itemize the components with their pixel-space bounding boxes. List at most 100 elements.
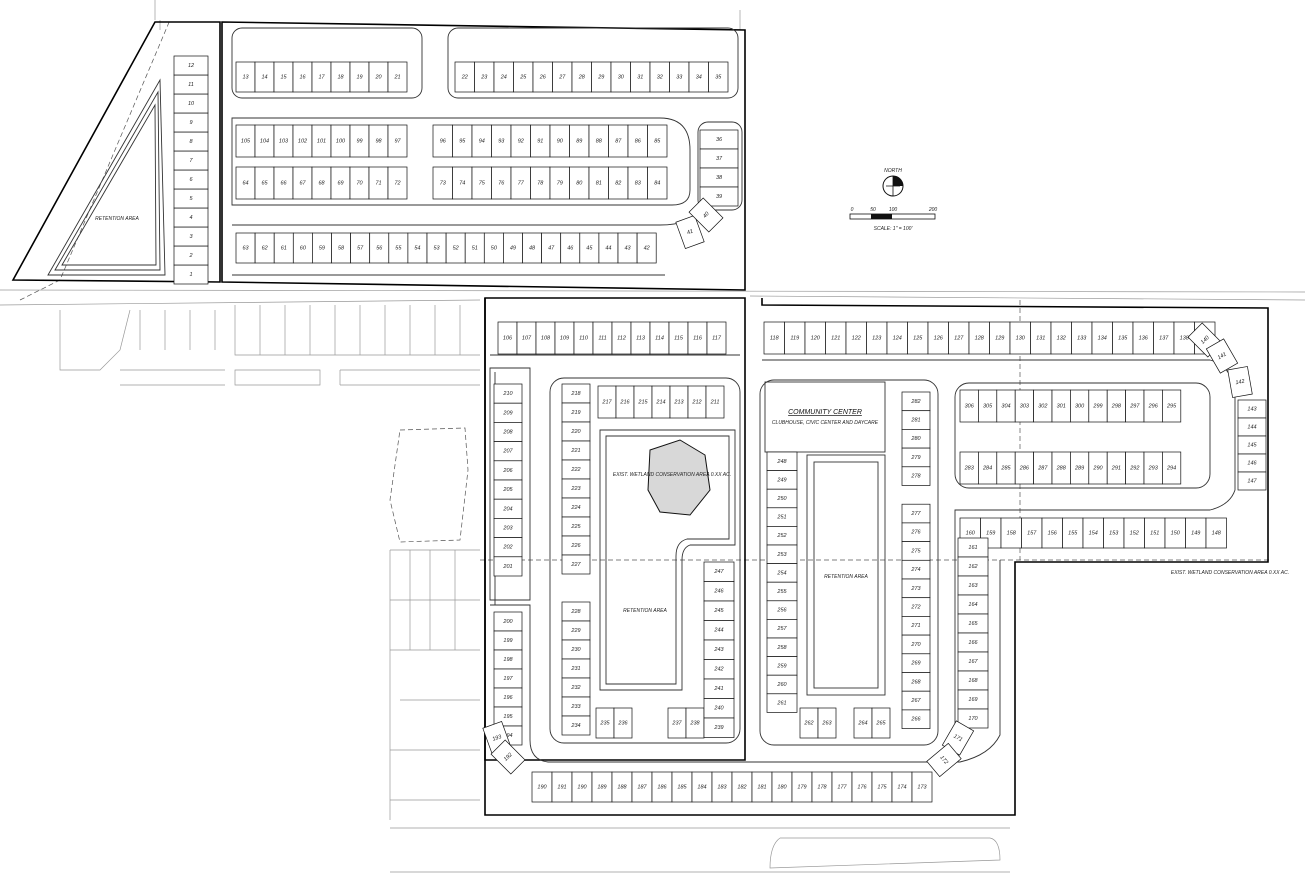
lot-number: 56 xyxy=(376,245,383,251)
lot-number: 145 xyxy=(1247,442,1257,448)
lot-number: 83 xyxy=(635,180,642,186)
lot-number: 181 xyxy=(757,784,766,790)
lot-number: 88 xyxy=(596,138,603,144)
lot-number: 217 xyxy=(601,399,612,405)
lot-number: 103 xyxy=(279,138,289,144)
lot-number: 41 xyxy=(686,229,694,237)
lot-number: 163 xyxy=(968,583,978,589)
lot-number: 22 xyxy=(461,74,468,80)
lot-number: 151 xyxy=(1150,530,1159,536)
lot-number: 294 xyxy=(1166,465,1176,471)
lot-number: 285 xyxy=(1000,465,1011,471)
lot-number: 125 xyxy=(913,335,923,341)
lot-number: 90 xyxy=(557,138,564,144)
lot-number: 284 xyxy=(982,465,992,471)
scale-tick-100: 100 xyxy=(889,207,898,213)
lot-number: 18 xyxy=(337,74,344,80)
lot-number: 256 xyxy=(776,608,787,614)
lot-number: 251 xyxy=(776,515,786,521)
lot-number: 10 xyxy=(188,101,195,107)
lot-number: 152 xyxy=(1130,530,1139,536)
scale-text: SCALE: 1" = 100' xyxy=(874,226,914,232)
retention-areas xyxy=(47,78,886,696)
lot-number: 243 xyxy=(713,647,724,653)
lot-number: 81 xyxy=(596,180,602,186)
lot-number: 206 xyxy=(502,468,513,474)
lot-number: 51 xyxy=(472,245,478,251)
wetland-label-east: EXIST. WETLAND CONSERVATION AREA 0.XX AC… xyxy=(1171,570,1289,576)
lot-number: 47 xyxy=(548,245,555,251)
lot-number: 79 xyxy=(557,180,563,186)
lot-parcel xyxy=(699,186,739,207)
lot-number: 66 xyxy=(280,180,287,186)
lot-number: 159 xyxy=(986,530,995,536)
lot-number: 196 xyxy=(503,695,513,701)
lot-number: 300 xyxy=(1075,403,1085,409)
lot-number: 230 xyxy=(570,647,581,653)
lot-number: 261 xyxy=(776,701,786,707)
lot-number: 227 xyxy=(570,562,581,568)
lot-number: 65 xyxy=(261,180,268,186)
lot-number: 97 xyxy=(394,138,401,144)
lot-number: 104 xyxy=(260,138,269,144)
lot-number: 115 xyxy=(674,335,684,341)
lot-number: 268 xyxy=(910,679,921,685)
lot-number: 99 xyxy=(356,138,362,144)
lot-number: 147 xyxy=(1247,478,1257,484)
lot-number: 239 xyxy=(713,725,723,731)
lot-number: 303 xyxy=(1020,403,1030,409)
lot-number: 71 xyxy=(375,180,381,186)
lot-number: 80 xyxy=(576,180,583,186)
lot-parcel xyxy=(1205,338,1239,374)
lot-number: 9 xyxy=(189,120,192,126)
lot-number: 295 xyxy=(1166,403,1177,409)
lot-number: 101 xyxy=(317,138,326,144)
lot-number: 131 xyxy=(1036,335,1045,341)
lot-number: 167 xyxy=(968,659,978,665)
lot-number: 236 xyxy=(617,720,628,726)
lot-number: 150 xyxy=(1171,530,1181,536)
lot-number: 13 xyxy=(242,74,249,80)
lot-number: 245 xyxy=(713,608,724,614)
lot-parcel xyxy=(675,214,705,250)
lot-number: 62 xyxy=(262,245,268,251)
angled-lot: 41 xyxy=(675,214,705,250)
lot-number: 61 xyxy=(281,245,287,251)
lot-number: 84 xyxy=(654,180,660,186)
lot-number: 233 xyxy=(570,704,581,710)
lot-number: 12 xyxy=(188,63,194,69)
lot-number: 215 xyxy=(637,399,648,405)
lot-number: 234 xyxy=(570,723,580,729)
lot-number: 182 xyxy=(737,784,746,790)
lot-number: 87 xyxy=(615,138,622,144)
lot-number: 264 xyxy=(857,720,867,726)
lot-number: 14 xyxy=(261,74,267,80)
lot-parcel xyxy=(647,166,668,200)
lot-number: 52 xyxy=(453,245,459,251)
lot-number: 91 xyxy=(537,138,543,144)
lot-number: 43 xyxy=(624,245,631,251)
lot-number: 228 xyxy=(570,609,581,615)
lot-parcel xyxy=(1205,517,1227,549)
lot-number: 95 xyxy=(459,138,466,144)
lot-number: 149 xyxy=(1191,530,1200,536)
lot-number: 223 xyxy=(570,486,581,492)
lot-number: 222 xyxy=(570,467,580,473)
lot-parcel xyxy=(901,466,931,486)
lot-number: 174 xyxy=(897,784,906,790)
lot-number: 306 xyxy=(965,403,975,409)
lot-number: 271 xyxy=(910,623,920,629)
lot-number: 210 xyxy=(502,391,513,397)
lot-number: 55 xyxy=(395,245,402,251)
lot-number: 24 xyxy=(500,74,507,80)
lot-number: 176 xyxy=(857,784,867,790)
lot-number: 213 xyxy=(673,399,684,405)
lot-number: 267 xyxy=(910,698,921,704)
lot-number: 85 xyxy=(654,138,661,144)
lot-number: 31 xyxy=(637,74,643,80)
lot-number: 136 xyxy=(1139,335,1149,341)
lot-number: 57 xyxy=(357,245,364,251)
lot-parcel xyxy=(688,197,724,233)
lot-number: 28 xyxy=(578,74,586,80)
lot-number: 304 xyxy=(1001,403,1010,409)
